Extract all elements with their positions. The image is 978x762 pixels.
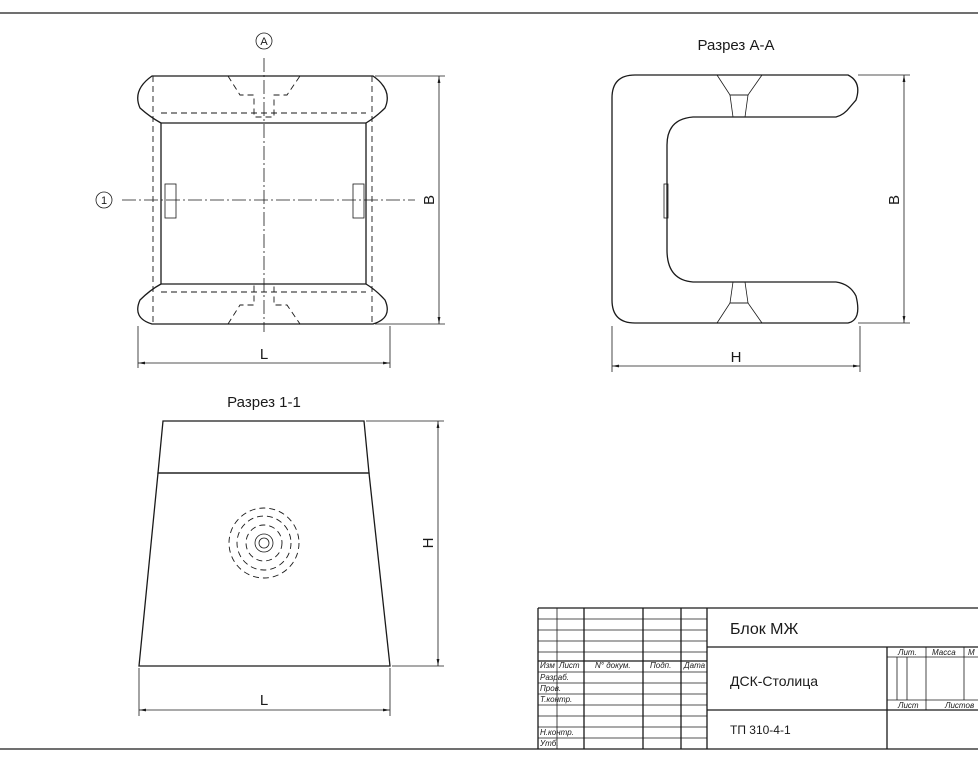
section-marker-1: 1 [101, 195, 107, 207]
section-aa-title: Разрез А-А [698, 37, 775, 54]
tb-header-sign: Подп. [650, 661, 671, 670]
section-marker-a: A [260, 36, 268, 48]
tb-product-name: Блок МЖ [730, 621, 799, 638]
tb-row-nkontr: Н.контр. [540, 728, 574, 737]
tb-lit-label: Лит. [897, 648, 917, 657]
section-aa-dim-b: B [886, 195, 903, 205]
title-block: Изм Лист N° докум. Подп. Дата Разраб. Пр… [537, 607, 978, 749]
top-view-dim-l: L [260, 346, 268, 363]
tb-company: ДСК-Столица [730, 673, 818, 689]
tb-scale-label: М [968, 648, 975, 657]
tb-row-utv: Утб. [539, 739, 559, 748]
tb-row-tkontr: Т.контр. [540, 695, 572, 704]
top-view: A 1 L B [95, 32, 445, 368]
section-1-1: Разрез 1-1 H L [138, 394, 444, 716]
drawing-frame [0, 12, 978, 750]
tb-header-date: Дата [683, 661, 706, 670]
section-11-dim-h: H [420, 538, 437, 549]
tb-document-code: ТП 310-4-1 [730, 723, 791, 737]
tb-sheet-label: Лист [897, 701, 919, 710]
tb-header-izm: Изм [540, 661, 555, 670]
section-aa-dim-h: H [731, 349, 742, 366]
section-11-title: Разрез 1-1 [227, 394, 301, 411]
section-11-dim-l: L [260, 692, 268, 709]
section-a-a: Разрез А-А B H [611, 37, 910, 372]
tb-row-prov: Пров. [540, 684, 561, 693]
tb-header-doc: N° докум. [595, 661, 631, 670]
tb-sheets-label: Листов [944, 701, 974, 710]
top-view-dim-b: B [421, 195, 438, 205]
tb-header-list: Лист [558, 661, 580, 670]
tb-mass-label: Масса [932, 648, 956, 657]
tb-row-razrab: Разраб. [540, 673, 569, 682]
